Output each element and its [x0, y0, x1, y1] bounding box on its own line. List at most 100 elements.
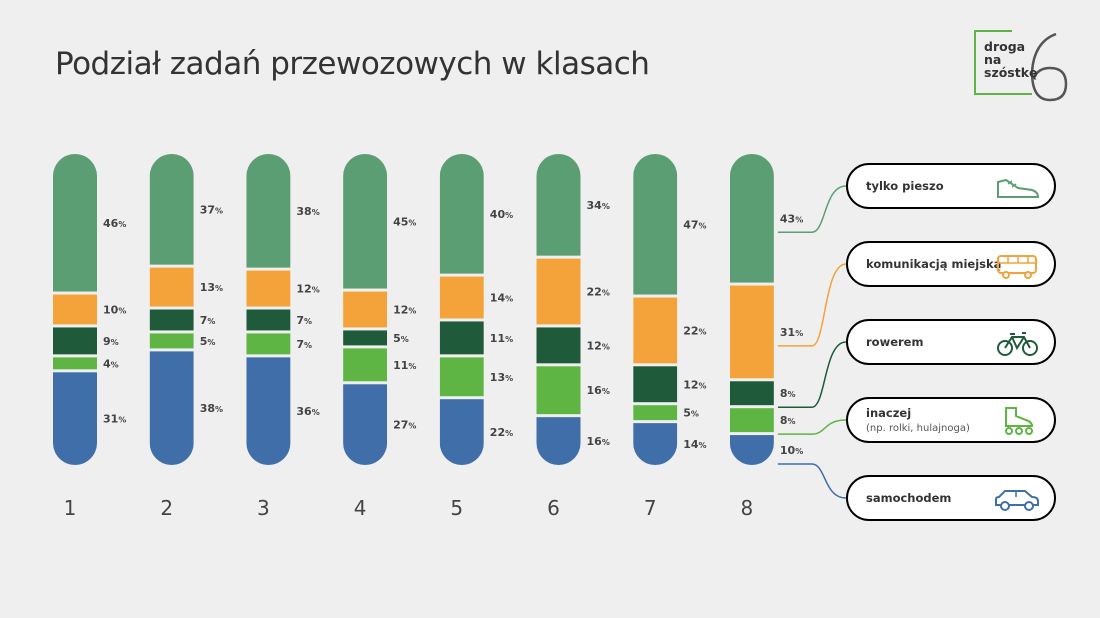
- bar-segment-4-rowerem: [343, 330, 388, 346]
- bar-segment-2-tylko_pieszo: [149, 154, 194, 265]
- bar-segment-1-samochodem: [53, 372, 97, 465]
- bar-group-6: [536, 154, 581, 465]
- bar-segment-5-komunikacja: [439, 276, 484, 319]
- bar-segment-6-rowerem: [536, 327, 581, 364]
- data-label: 36%: [296, 405, 319, 418]
- bar-group-7: [633, 154, 678, 465]
- data-label: 12%: [587, 339, 610, 352]
- bar-segment-6-inaczej: [536, 366, 581, 415]
- bar-group-5: [439, 154, 484, 465]
- data-label: 10%: [103, 303, 126, 316]
- data-label: 5%: [200, 335, 216, 348]
- legend-item-samochodem: samochodem: [846, 475, 1056, 521]
- data-label: 16%: [587, 384, 610, 397]
- bar-segment-3-rowerem: [246, 309, 291, 331]
- bar-group-8: [729, 154, 774, 465]
- bar-segment-2-samochodem: [149, 351, 194, 465]
- legend-connector-samochodem: [777, 463, 847, 499]
- bicycle-icon: [997, 332, 1038, 356]
- bar-segment-4-samochodem: [343, 384, 388, 465]
- legend-connector-komunikacja: [777, 263, 847, 347]
- bar-segment-7-inaczej: [633, 405, 678, 421]
- data-label: 8%: [780, 414, 796, 427]
- data-label: 22%: [587, 286, 610, 299]
- bar-segment-6-samochodem: [536, 417, 581, 465]
- bar-segment-1-rowerem: [53, 327, 97, 355]
- legend-connector-rowerem: [777, 341, 847, 408]
- legend-item-komunikacja: komunikacją miejską: [846, 241, 1056, 287]
- logo-six-icon: [974, 30, 1068, 102]
- rollerskate-icon: [1005, 407, 1034, 435]
- bar-segment-3-komunikacja: [246, 270, 291, 307]
- data-label: 45%: [393, 215, 416, 228]
- bar-segment-6-tylko_pieszo: [536, 154, 581, 256]
- data-label: 14%: [490, 292, 513, 305]
- car-icon: [995, 490, 1039, 511]
- bar-segment-7-samochodem: [633, 423, 678, 465]
- data-label: 27%: [393, 419, 416, 432]
- bar-segment-2-komunikacja: [149, 267, 194, 307]
- legend-item-rowerem: rowerem: [846, 319, 1056, 365]
- legend-item-tylko-pieszo: tylko pieszo: [846, 163, 1056, 209]
- data-label: 34%: [587, 199, 610, 212]
- data-label: 8%: [780, 387, 796, 400]
- bar-group-4: [343, 154, 388, 465]
- data-label: 7%: [296, 314, 312, 327]
- data-label: 46%: [103, 217, 126, 230]
- data-label: 38%: [200, 402, 223, 415]
- data-label: 7%: [296, 338, 312, 351]
- data-label: 12%: [296, 283, 319, 296]
- logo: droga na szóstkę: [972, 28, 1072, 106]
- data-label: 7%: [200, 314, 216, 327]
- bar-segment-5-inaczej: [439, 357, 484, 397]
- data-label: 47%: [683, 218, 706, 231]
- bar-segment-2-inaczej: [149, 333, 194, 349]
- category-label: 4: [354, 496, 367, 520]
- data-label: 9%: [103, 335, 119, 348]
- data-label: 22%: [490, 426, 513, 439]
- bar-segment-5-rowerem: [439, 321, 484, 355]
- data-label: 40%: [490, 208, 513, 221]
- bar-segment-7-tylko_pieszo: [633, 154, 678, 295]
- bar-segment-2-rowerem: [149, 309, 194, 331]
- bar-segment-8-samochodem: [729, 435, 774, 465]
- data-label: 16%: [587, 435, 610, 448]
- data-label: 5%: [393, 332, 409, 345]
- bar-segment-3-samochodem: [246, 357, 291, 465]
- bar-segment-4-tylko_pieszo: [343, 154, 388, 289]
- bar-segment-3-inaczej: [246, 333, 291, 355]
- bar-segment-3-tylko_pieszo: [246, 154, 291, 268]
- data-label: 5%: [683, 407, 699, 420]
- category-label: 3: [257, 496, 270, 520]
- category-label: 2: [160, 496, 173, 520]
- bar-segment-8-tylko_pieszo: [729, 154, 774, 283]
- data-label: 14%: [683, 438, 706, 451]
- bar-segment-1-komunikacja: [53, 294, 97, 325]
- bar-segment-5-samochodem: [439, 399, 484, 465]
- bar-segment-5-tylko_pieszo: [439, 154, 484, 274]
- data-label: 37%: [200, 203, 223, 216]
- bar-group-1: [53, 154, 97, 465]
- category-label: 1: [64, 496, 77, 520]
- bar-segment-8-komunikacja: [729, 285, 774, 379]
- data-label: 4%: [103, 357, 119, 370]
- data-label: 43%: [780, 212, 803, 225]
- data-label: 11%: [490, 332, 513, 345]
- bus-icon: [997, 255, 1037, 279]
- shoe-icon: [997, 178, 1040, 198]
- data-label: 11%: [393, 359, 416, 372]
- legend-connector-tylko_pieszo: [777, 185, 847, 234]
- bar-segment-4-inaczej: [343, 348, 388, 382]
- bar-segment-1-inaczej: [53, 357, 97, 370]
- bar-segment-7-rowerem: [633, 366, 678, 403]
- bar-group-2: [149, 154, 194, 465]
- category-label: 6: [547, 496, 560, 520]
- data-label: 13%: [490, 371, 513, 384]
- data-label: 12%: [683, 378, 706, 391]
- bar-segment-7-komunikacja: [633, 297, 678, 364]
- data-label: 38%: [296, 205, 319, 218]
- bar-segment-8-rowerem: [729, 381, 774, 406]
- logo-text: droga na szóstkę: [984, 39, 1038, 80]
- category-label: 5: [450, 496, 463, 520]
